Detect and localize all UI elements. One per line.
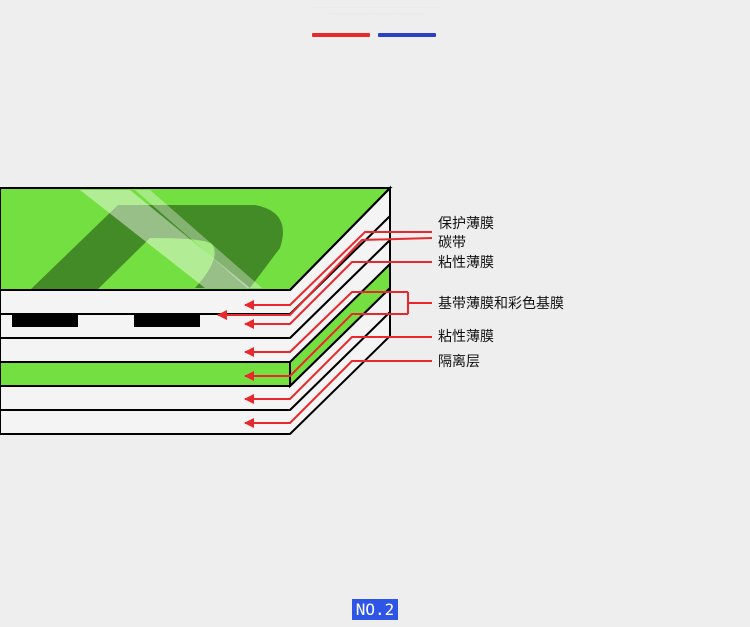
glare-streak [80,190,250,288]
label-protective-film: 保护薄膜 [438,216,494,232]
label-adhesive-film-bottom: 粘性薄膜 [438,329,494,345]
page-number-badge: NO.2 [352,599,398,620]
label-release-layer: 隔离层 [438,354,480,370]
layer-protective-film [0,187,393,291]
fine-print-line: ········· ······· ·········· ······ ····… [326,11,424,15]
glare-streak [135,190,262,288]
accent-bar-red [312,33,370,37]
carbon-strip [134,315,200,327]
label-carbon-tape: 碳带 [438,235,466,251]
callout-lines [217,231,433,428]
fine-print-line: ··· ·········· ········· ···· ··········… [310,5,440,9]
carbon-strip [12,315,78,327]
label-base-and-color-film: 基带薄膜和彩色基膜 [438,296,564,312]
header-fine-print: ··· ·········· ········· ···· ··········… [150,4,600,16]
accent-bar-blue [378,33,436,37]
label-adhesive-film-top: 粘性薄膜 [438,255,494,271]
logo-shape [30,205,283,290]
